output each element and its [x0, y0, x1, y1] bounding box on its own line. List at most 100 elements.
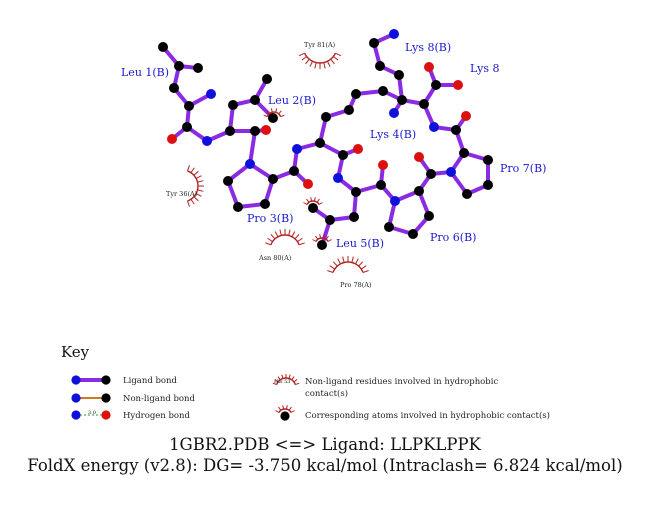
- atom-p3c: [260, 199, 270, 209]
- atom-p6d: [414, 186, 424, 196]
- hydrophobic-contacts: [187, 52, 369, 273]
- atom-p7b: [483, 180, 493, 190]
- legend-hydrogen-bond-label: Hydrogen bond: [123, 411, 191, 421]
- hydrophobic-arc-tyr36: [187, 165, 204, 207]
- hydrophobic-label-tyr81: Tyr 81(A): [304, 41, 336, 49]
- legend-hydrogen-bond: 3.0 Hydrogen bond: [71, 410, 191, 421]
- atom-k8a: [419, 99, 429, 109]
- atom-k8n: [429, 122, 439, 132]
- atom-l5a: [351, 187, 361, 197]
- legend-corresponding-atom: [280, 411, 290, 421]
- atom-l1c: [193, 63, 203, 73]
- atom-contact-arc-leu5-a: [303, 197, 323, 205]
- caption-line2: FoldX energy (v2.8): DG= -3.750 kcal/mol…: [27, 456, 622, 475]
- atom-k4b: [321, 112, 331, 122]
- atom-l1e: [184, 101, 194, 111]
- atom-contact-arc-leu2: [263, 108, 285, 118]
- atom-p3n: [245, 159, 255, 169]
- hydrophobic-label-tyr36: Tyr 36(A): [166, 190, 198, 198]
- legend-corresponding-atoms: Corresponding atoms involved in hydropho…: [275, 405, 550, 421]
- atom-p7c: [483, 155, 493, 165]
- atom-l1f: [182, 122, 192, 132]
- legend-his-label: His 53: [274, 379, 290, 385]
- atom-l2n: [202, 136, 212, 146]
- atom-p6a: [384, 222, 394, 232]
- atom-k8o2: [453, 80, 463, 90]
- residue-label-pro3: Pro 3(B): [247, 212, 293, 225]
- legend-nonligand-bond-atom-c: [101, 393, 111, 403]
- legend-hydrogen-bond-distance: 3.0: [88, 410, 96, 416]
- atom-l2o: [261, 125, 271, 135]
- atom-p7e: [451, 125, 461, 135]
- atom-l5o: [378, 160, 388, 170]
- atom-k4o: [353, 144, 363, 154]
- atom-k8d: [394, 70, 404, 80]
- atom-l5f: [376, 180, 386, 190]
- atom-l5e: [317, 240, 327, 250]
- residue-label-lys4: Lys 4(B): [370, 128, 416, 141]
- residue-label-lys8: Lys 8(B): [405, 41, 451, 54]
- atom-k8nz: [389, 108, 399, 118]
- residue-label-pro7: Pro 7(B): [500, 162, 546, 175]
- atom-k4n: [292, 144, 302, 154]
- atom-k4d: [351, 89, 361, 99]
- legend-hydrogen-bond-atom-n: [71, 410, 81, 420]
- atom-l5n: [333, 173, 343, 183]
- atom-k8b: [431, 80, 441, 90]
- atom-k4e: [378, 86, 388, 96]
- atom-k8e: [375, 61, 385, 71]
- residue-label-leu1: Leu 1(B): [121, 66, 169, 79]
- atom-p6n: [390, 196, 400, 206]
- atom-p7n: [446, 167, 456, 177]
- residue-label-leu2: Leu 2(B): [268, 94, 316, 107]
- bond-l2f-p3n: [248, 129, 257, 166]
- caption-line1: 1GBR2.PDB <=> Ligand: LLPKLPPK: [169, 435, 482, 454]
- atom-l2d: [262, 74, 272, 84]
- atom-l5d: [308, 203, 318, 213]
- atom-l1d: [169, 83, 179, 93]
- atom-p3b: [233, 202, 243, 212]
- atom-k4f: [338, 150, 348, 160]
- atom-p7o: [461, 111, 471, 121]
- atom-p6e: [426, 169, 436, 179]
- legend-arc-residue: [272, 374, 300, 386]
- atom-k8g: [389, 29, 399, 39]
- legend-nonligand-bond-label: Non-ligand bond: [123, 394, 195, 404]
- legend-ligand-bond-label: Ligand bond: [123, 376, 178, 386]
- atom-p7d: [459, 148, 469, 158]
- atom-p6b: [408, 229, 418, 239]
- atom-l2b: [228, 100, 238, 110]
- atom-k8c: [397, 95, 407, 105]
- legend-atom-arc: [275, 405, 295, 413]
- atom-contact-arc-leu5-b: [312, 234, 332, 242]
- atom-p6c: [424, 211, 434, 221]
- legend-nonligand-residues: His 53 Non-ligand residues involved in h…: [272, 374, 498, 399]
- legend-ligand-bond-atom-c: [101, 375, 111, 385]
- atom-l1o: [167, 134, 177, 144]
- atom-p7a: [462, 189, 472, 199]
- legend-hydrogen-bond-atom-o: [101, 410, 111, 420]
- atom-l2c: [250, 95, 260, 105]
- atom-p3a: [223, 176, 233, 186]
- ligand-atoms: [158, 29, 493, 250]
- hydrophobic-arc-asn80: [265, 229, 305, 246]
- legend-corresponding-atoms-label: Corresponding atoms involved in hydropho…: [305, 410, 550, 421]
- hydrophobic-arc-tyr81: [298, 52, 342, 69]
- atom-l2a: [225, 126, 235, 136]
- atom-l5c: [325, 215, 335, 225]
- atom-l1b: [174, 61, 184, 71]
- atom-l2f: [250, 126, 260, 136]
- atom-l1n: [206, 89, 216, 99]
- residue-label-leu5: Leu 5(B): [336, 237, 384, 250]
- residue-label-lys8-terminal: Lys 8: [470, 62, 499, 75]
- hydrophobic-arc-pro78: [327, 256, 369, 273]
- hydrophobic-label-asn80: Asn 80(A): [258, 254, 292, 262]
- legend-ligand-bond: Ligand bond: [71, 375, 178, 386]
- atom-p3e: [289, 166, 299, 176]
- legend-hydrophobic-arc: [272, 374, 300, 386]
- atom-p3d: [268, 174, 278, 184]
- atom-k8f: [369, 38, 379, 48]
- atom-l5b: [349, 212, 359, 222]
- atom-p6o: [414, 152, 424, 162]
- legend-nonligand-bond-atom-n: [71, 393, 81, 403]
